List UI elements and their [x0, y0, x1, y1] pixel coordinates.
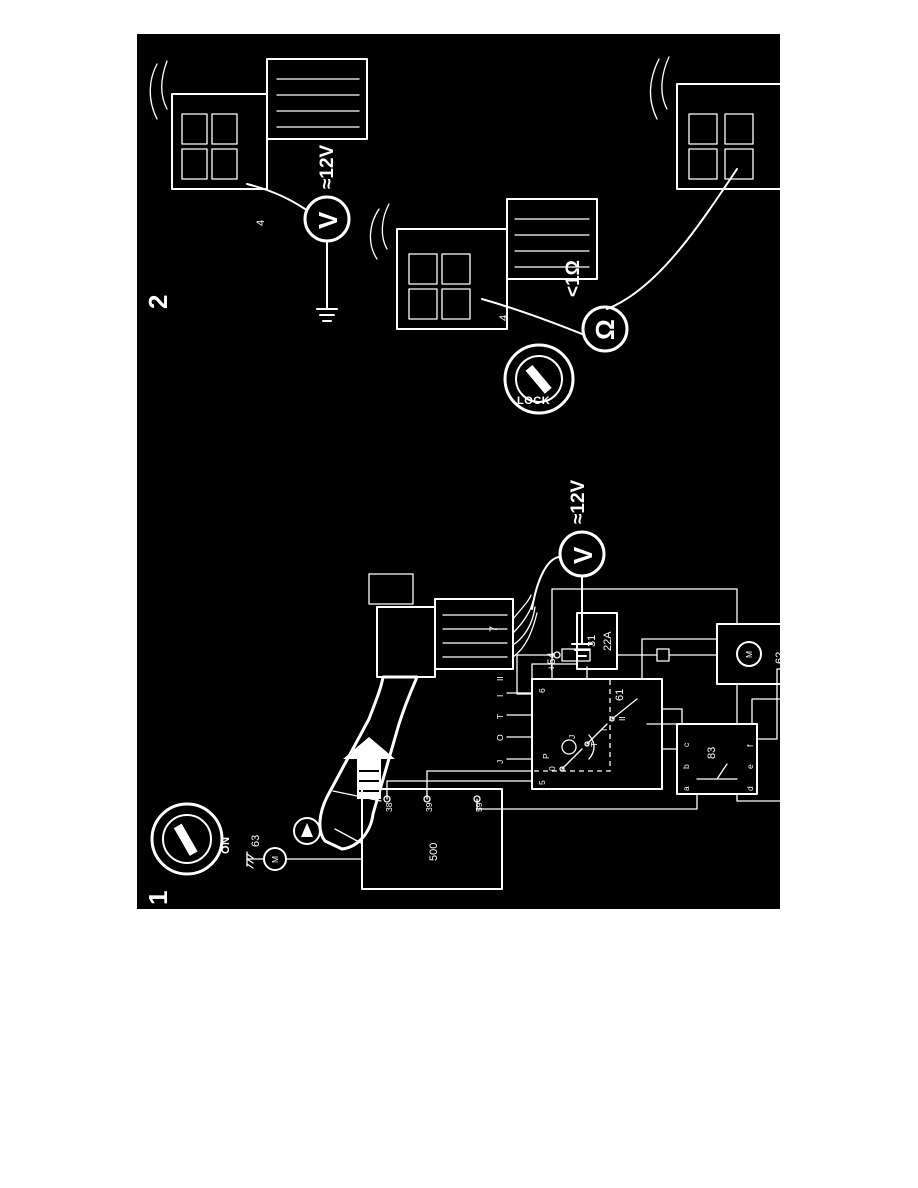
- switch-terminal-j: J: [567, 735, 577, 739]
- relay-terminal-d: d: [745, 786, 755, 791]
- control-pin-38: 38: [384, 802, 394, 812]
- switch-terminal-ii: II: [617, 716, 627, 721]
- switch-mark-j: J: [495, 760, 505, 764]
- switch-terminal-6: 6: [537, 688, 547, 693]
- control-unit-label: 500: [428, 843, 440, 861]
- step2-ohmmeter-symbol: Ω: [590, 319, 620, 340]
- step2-voltage-reading: ≈12V: [317, 144, 338, 189]
- switch-mark-t: T: [495, 714, 505, 719]
- step-number-2: 2: [143, 295, 173, 309]
- fuse-number: 31: [586, 635, 598, 647]
- switch-mark-ii: II: [495, 676, 505, 681]
- step2-voltmeter-symbol: V: [313, 211, 343, 229]
- step2-voltage-pin-label: 4: [255, 220, 267, 226]
- relay-terminal-a: a: [681, 786, 691, 791]
- step-number-1: 1: [143, 891, 173, 905]
- ignition-lock-icon: LOCK: [503, 343, 575, 415]
- wiring-schematic: 500 38 39 59 M 63 61: [246, 588, 780, 890]
- ignition-on-label: ON: [220, 837, 232, 855]
- washer-pump: M 63: [246, 817, 363, 871]
- control-pin-39: 39: [424, 802, 434, 812]
- relay-terminal-c: c: [681, 742, 691, 747]
- wiper-relay: 83 a b c d e f: [676, 723, 758, 795]
- relay-terminal-b: b: [681, 764, 691, 769]
- washer-pump-motor-symbol: M: [270, 856, 280, 863]
- wiper-motor: M 62: [716, 623, 780, 685]
- step2-connector-voltage: [149, 58, 368, 210]
- step2-connector-lower: [649, 56, 780, 190]
- step1-voltage-reading: ≈12V: [568, 479, 589, 524]
- wiper-motor-label: 62: [774, 652, 780, 664]
- switch-mark-i: I: [495, 695, 505, 697]
- step2-connector-upper: [369, 198, 598, 330]
- step2-voltmeter: V: [303, 195, 351, 322]
- control-pin-59: 59: [474, 802, 484, 812]
- switch-terminal-p: P: [541, 753, 551, 759]
- fuse-rating: 22A: [602, 631, 614, 651]
- wiper-switch-test-diagram: 1 2 ON: [143, 56, 780, 905]
- diagram-panel: 1 2 ON: [137, 34, 780, 909]
- step1-voltmeter-symbol: V: [568, 546, 598, 564]
- wiper-switch-label: 61: [614, 689, 626, 701]
- switch-terminal-0: 0: [547, 766, 557, 771]
- switch-terminal-5: 5: [537, 780, 547, 785]
- ignition-on-icon: ON: [150, 802, 232, 876]
- step1-pin-label: 7: [488, 626, 500, 632]
- wiper-motor-symbol: M: [744, 651, 754, 658]
- relay-label: 83: [706, 747, 718, 759]
- washer-pump-label: 63: [250, 835, 262, 847]
- step2-resistance-pin-4: 4: [498, 315, 510, 321]
- switch-terminal-i: I: [599, 729, 609, 731]
- step2-resistance-reading: <1Ω: [563, 260, 584, 297]
- relay-terminal-f: f: [745, 744, 755, 747]
- relay-terminal-e: e: [745, 764, 755, 769]
- ignition-lock-label: LOCK: [517, 395, 550, 407]
- step2-ohmmeter: Ω: [581, 305, 629, 353]
- step1-voltmeter: V: [558, 530, 606, 657]
- switch-mark-o: O: [495, 734, 505, 741]
